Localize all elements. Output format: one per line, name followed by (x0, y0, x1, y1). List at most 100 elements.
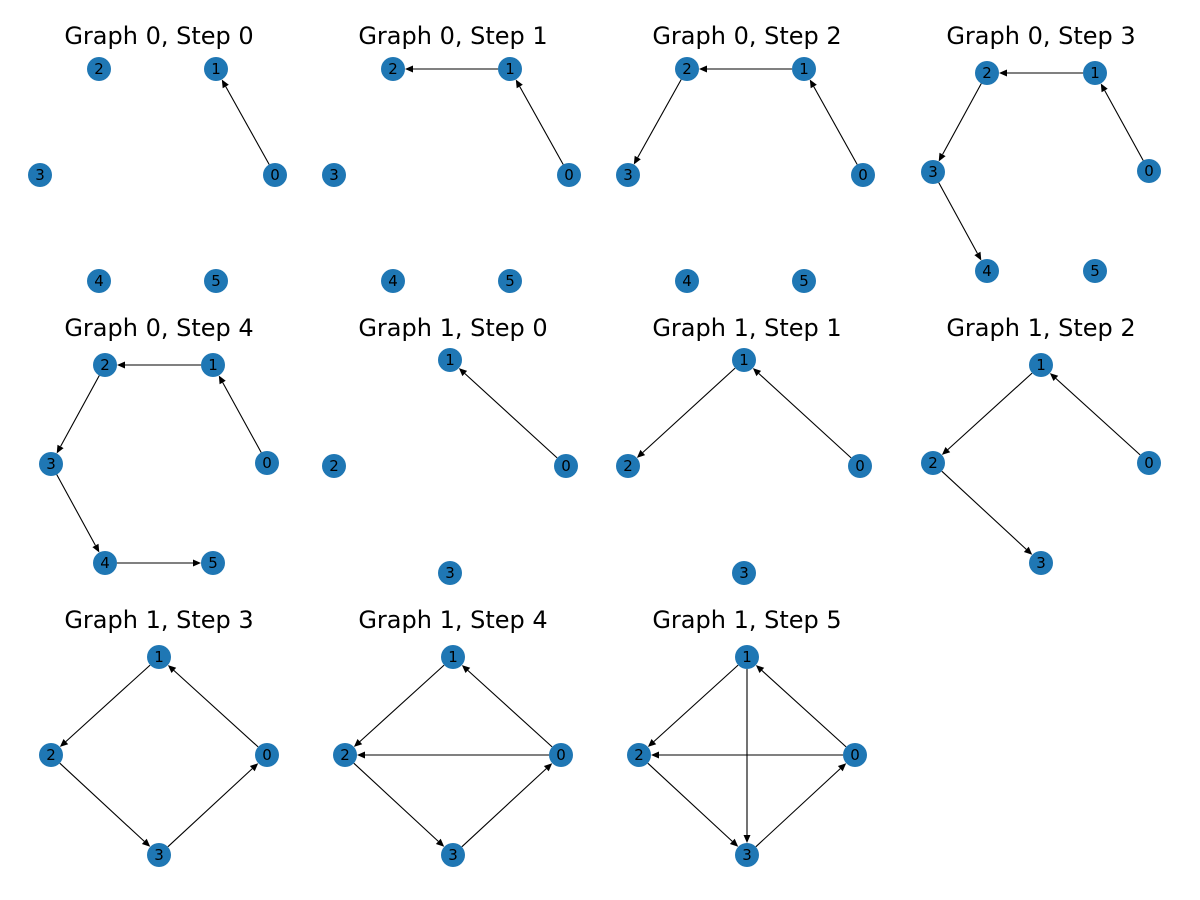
graph-node-3 (147, 843, 171, 867)
node-label: 1 (154, 648, 164, 666)
node-label: 2 (46, 746, 56, 764)
node-label: 3 (46, 455, 56, 473)
node-label: 1 (1090, 64, 1100, 82)
graph-node-1 (204, 57, 228, 81)
panel-title: Graph 0, Step 3 (946, 22, 1135, 50)
panel-title: Graph 0, Step 1 (358, 22, 547, 50)
node-label: 2 (100, 356, 110, 374)
graph-node-1 (792, 57, 816, 81)
graph-node-3 (1029, 551, 1053, 575)
edge-arrowhead (837, 763, 847, 772)
node-label: 0 (858, 166, 868, 184)
graph-node-0 (255, 743, 279, 767)
node-label: 2 (329, 457, 339, 475)
edge-1-2 (642, 367, 736, 453)
graph-node-3 (732, 561, 756, 585)
node-label: 5 (1090, 262, 1100, 280)
node-label: 2 (340, 746, 350, 764)
edge-arrowhead (729, 838, 739, 847)
edge-2-3 (637, 79, 682, 158)
graph-node-3 (28, 163, 52, 187)
edge-2-3 (647, 762, 733, 842)
edge-2-3 (59, 762, 145, 842)
edge-3-0 (167, 768, 253, 848)
edge-arrowhead (974, 251, 982, 261)
node-label: 4 (100, 554, 110, 572)
edge-2-3 (942, 83, 982, 155)
node-label: 2 (623, 457, 633, 475)
node-label: 3 (445, 564, 455, 582)
edge-arrowhead (458, 368, 468, 377)
edge-arrowhead (56, 444, 64, 454)
edge-arrowhead (699, 65, 707, 73)
graph-node-2 (627, 743, 651, 767)
panel-title: Graph 0, Step 2 (652, 22, 841, 50)
graph-node-1 (732, 348, 756, 372)
edge-arrowhead (59, 739, 69, 747)
graph-node-0 (263, 163, 287, 187)
graph-node-2 (322, 454, 346, 478)
graph-node-2 (39, 743, 63, 767)
edge-arrowhead (249, 763, 259, 772)
edge-arrowhead (515, 79, 523, 89)
node-label: 0 (270, 166, 280, 184)
graph-node-1 (735, 645, 759, 669)
edge-3-0 (461, 768, 547, 848)
graph-node-2 (675, 57, 699, 81)
node-label: 1 (799, 60, 809, 78)
edge-0-1 (813, 86, 858, 165)
edge-arrowhead (218, 375, 226, 385)
graph-node-3 (441, 843, 465, 867)
graph-node-4 (381, 269, 405, 293)
graph-node-1 (201, 353, 225, 377)
graph-node-0 (843, 743, 867, 767)
edge-arrowhead (633, 155, 641, 165)
node-label: 2 (388, 60, 398, 78)
edge-1-2 (653, 664, 739, 743)
edge-0-1 (761, 669, 847, 748)
graph-node-2 (975, 61, 999, 85)
graph-node-1 (1083, 61, 1107, 85)
edge-1-2 (65, 664, 151, 743)
panel-title: Graph 1, Step 5 (652, 606, 841, 634)
edge-0-1 (519, 86, 564, 165)
graph-node-0 (255, 451, 279, 475)
graph-node-4 (87, 269, 111, 293)
edge-2-3 (353, 762, 439, 842)
node-label: 3 (928, 163, 938, 181)
node-label: 0 (556, 746, 566, 764)
graph-node-1 (1029, 353, 1053, 377)
edge-arrowhead (141, 838, 151, 847)
node-label: 3 (1036, 554, 1046, 572)
edge-arrowhead (941, 447, 951, 455)
node-label: 2 (982, 64, 992, 82)
node-label: 0 (1144, 454, 1154, 472)
edge-arrowhead (435, 838, 445, 847)
graph-node-0 (557, 163, 581, 187)
edge-arrowhead (92, 543, 100, 553)
edge-arrowhead (999, 69, 1007, 77)
edge-arrowhead (405, 65, 413, 73)
graph-node-2 (381, 57, 405, 81)
panel-title: Graph 1, Step 4 (358, 606, 547, 634)
node-label: 4 (94, 272, 104, 290)
node-label: 0 (850, 746, 860, 764)
graph-node-2 (921, 451, 945, 475)
node-label: 2 (94, 60, 104, 78)
node-label: 1 (505, 60, 515, 78)
graph-node-5 (1083, 259, 1107, 283)
node-label: 3 (448, 846, 458, 864)
node-label: 3 (739, 564, 749, 582)
graph-node-4 (675, 269, 699, 293)
node-label: 1 (211, 60, 221, 78)
graph-node-5 (498, 269, 522, 293)
node-label: 0 (262, 454, 272, 472)
edge-arrowhead (636, 449, 646, 458)
edge-0-1 (467, 669, 553, 748)
